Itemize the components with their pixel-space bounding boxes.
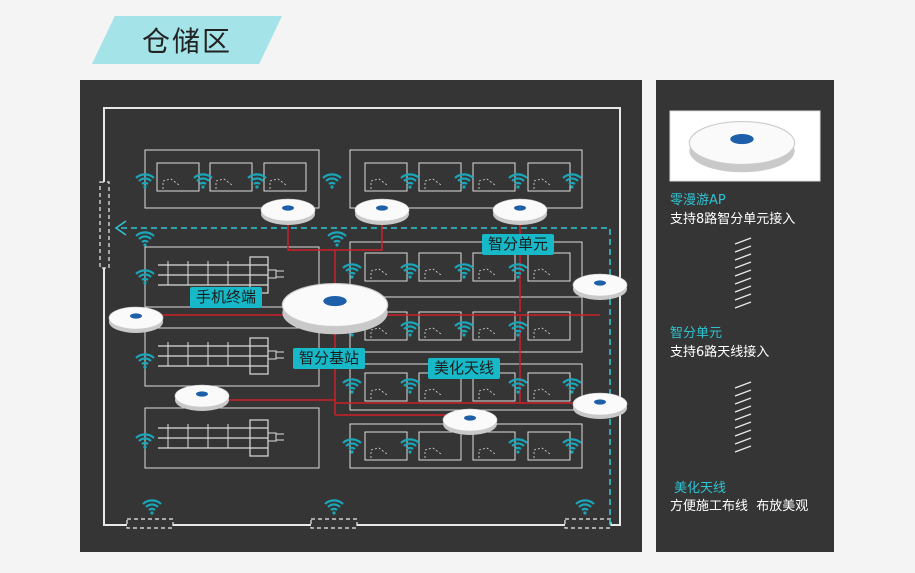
label-beautified-antenna: 美化天线 — [428, 358, 501, 379]
legend-desc-antenna: 方便施工布线 布放美观 — [670, 499, 809, 514]
section-title: 仓储区 — [92, 16, 282, 64]
page-title: 仓储区 — [141, 25, 232, 58]
legend-desc-ap: 支持8路智分单元接入 — [670, 212, 796, 227]
door-bottom-2 — [310, 518, 358, 529]
label-handheld-terminal: 手机终端 — [190, 287, 263, 308]
title-banner — [92, 16, 282, 64]
route-arrow-icon — [114, 220, 127, 236]
door-left — [99, 181, 110, 269]
warehouse-wall — [103, 107, 621, 526]
antenna-icons — [134, 173, 596, 516]
label-smart-base-station: 智分基站 — [293, 348, 366, 369]
legend-desc-unit: 支持6路天线接入 — [670, 345, 770, 360]
cable-icon-1 — [734, 237, 752, 309]
label-smart-unit: 智分单元 — [482, 234, 555, 255]
legend-title-unit: 智分单元 — [670, 326, 723, 341]
rack-block-3 — [144, 407, 320, 469]
door-bottom-1 — [126, 518, 174, 529]
cable-route-dashed — [118, 227, 611, 525]
legend-title-ap: 零漫游AP — [670, 193, 726, 208]
ap-photo-icon — [688, 120, 796, 174]
door-bottom-3 — [564, 518, 612, 529]
legend-title-antenna: 美化天线 — [674, 481, 727, 496]
smart-base-station-device — [281, 282, 389, 336]
shelf-block-right-1 — [349, 149, 583, 209]
cable-icon-2 — [734, 381, 752, 453]
